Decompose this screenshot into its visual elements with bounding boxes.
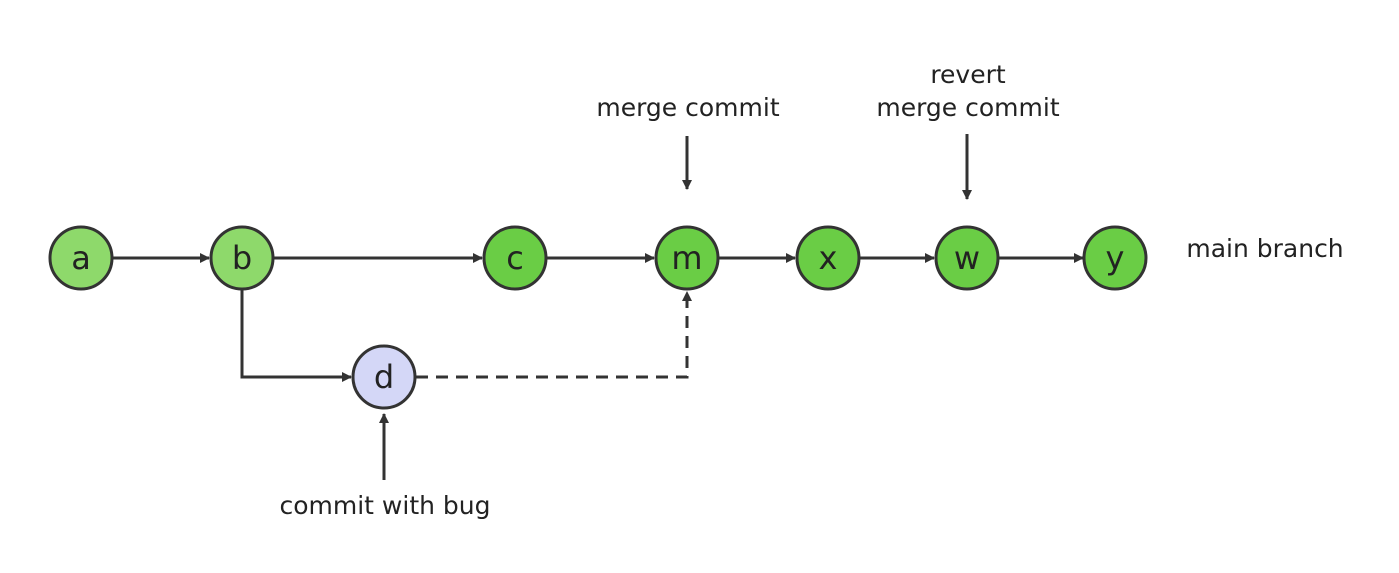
revert-annotation-line2: merge commit: [876, 93, 1059, 122]
commit-node-m: m: [654, 225, 720, 291]
revert-annotation-line1: revert: [930, 60, 1006, 89]
commit-with-bug-annotation: commit with bug: [279, 491, 490, 520]
commit-node-d: d: [351, 344, 417, 410]
commit-node-a-label: a: [71, 239, 91, 277]
commit-node-w-label: w: [954, 239, 980, 277]
main-branch-label: main branch: [1186, 234, 1343, 263]
commit-node-a: a: [48, 225, 114, 291]
commit-node-y: y: [1082, 225, 1148, 291]
commit-node-x-label: x: [819, 239, 838, 277]
commit-node-c: c: [482, 225, 548, 291]
edge-d-to-m-dashed: [416, 291, 692, 379]
edge-b-to-d: [240, 289, 352, 382]
commit-node-x: x: [795, 225, 861, 291]
commit-node-b-label: b: [232, 239, 252, 277]
commit-node-c-label: c: [506, 239, 524, 277]
commit-node-d-label: d: [374, 358, 394, 396]
commit-node-m-label: m: [671, 239, 702, 277]
commit-node-w: w: [934, 225, 1000, 291]
commit-node-y-label: y: [1106, 239, 1125, 277]
merge-commit-annotation: merge commit: [596, 93, 779, 122]
commit-node-b: b: [209, 225, 275, 291]
